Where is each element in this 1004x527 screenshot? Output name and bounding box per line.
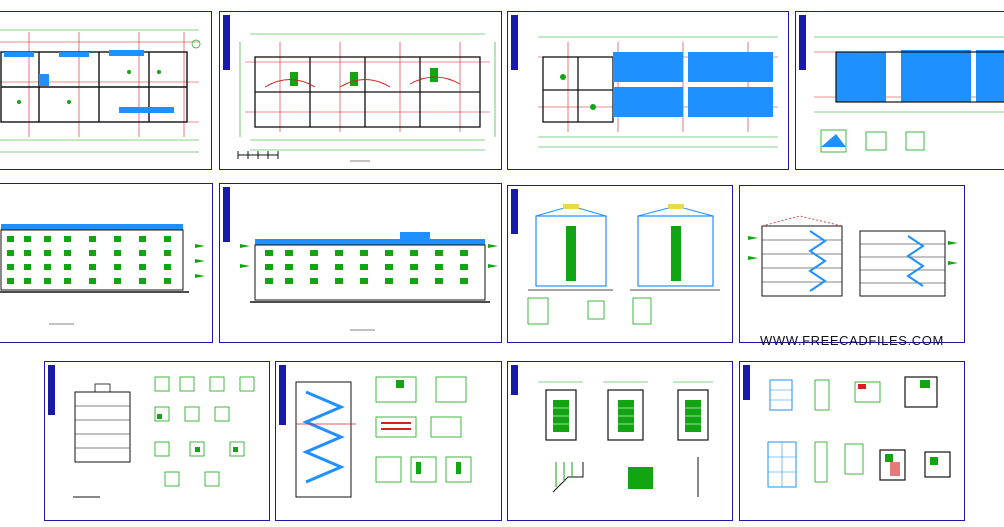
title-block-strip — [48, 365, 55, 415]
drawing-sheet-stair-plans — [507, 361, 733, 521]
side-elevation-drawing — [527, 204, 720, 325]
title-block-strip — [223, 15, 230, 70]
detail-drawing — [73, 376, 255, 498]
stair-plan-drawing — [538, 381, 713, 497]
building-section-drawing — [748, 215, 958, 297]
drawing-sheet-details-2 — [739, 361, 965, 521]
floor-plan-blue-drawing — [538, 36, 778, 148]
drawing-sheet-elevation-2 — [219, 183, 502, 343]
title-block-strip — [223, 187, 230, 242]
title-block-strip — [799, 15, 806, 70]
rear-elevation-drawing — [240, 232, 498, 331]
drawing-sheet-sections — [739, 185, 965, 343]
title-block-strip — [279, 365, 286, 425]
title-block-strip — [743, 365, 750, 400]
roof-plan-drawing — [814, 36, 1004, 153]
title-block-strip — [511, 15, 518, 70]
drawing-sheet-plan-1 — [0, 11, 212, 170]
drawing-sheet-plan-3 — [507, 11, 789, 170]
title-block-strip — [511, 365, 518, 395]
front-elevation-drawing — [0, 224, 205, 325]
drawing-sheet-plan-2 — [219, 11, 502, 170]
floor-plan-drawing — [237, 33, 496, 162]
drawing-sheet-plan-4 — [795, 11, 1004, 170]
drawing-sheet-side-elevations — [507, 185, 733, 343]
title-block-strip — [511, 189, 518, 234]
watermark-text: WWW.FREECADFILES.COM — [760, 333, 944, 348]
detail-drawing — [767, 376, 951, 488]
drawing-sheet-details-1 — [44, 361, 270, 521]
drawing-sheet-stair-section — [275, 361, 502, 521]
drawing-sheet-elevation-1 — [0, 183, 213, 343]
stair-section-drawing — [295, 376, 472, 498]
floor-plan-drawing — [0, 29, 201, 153]
